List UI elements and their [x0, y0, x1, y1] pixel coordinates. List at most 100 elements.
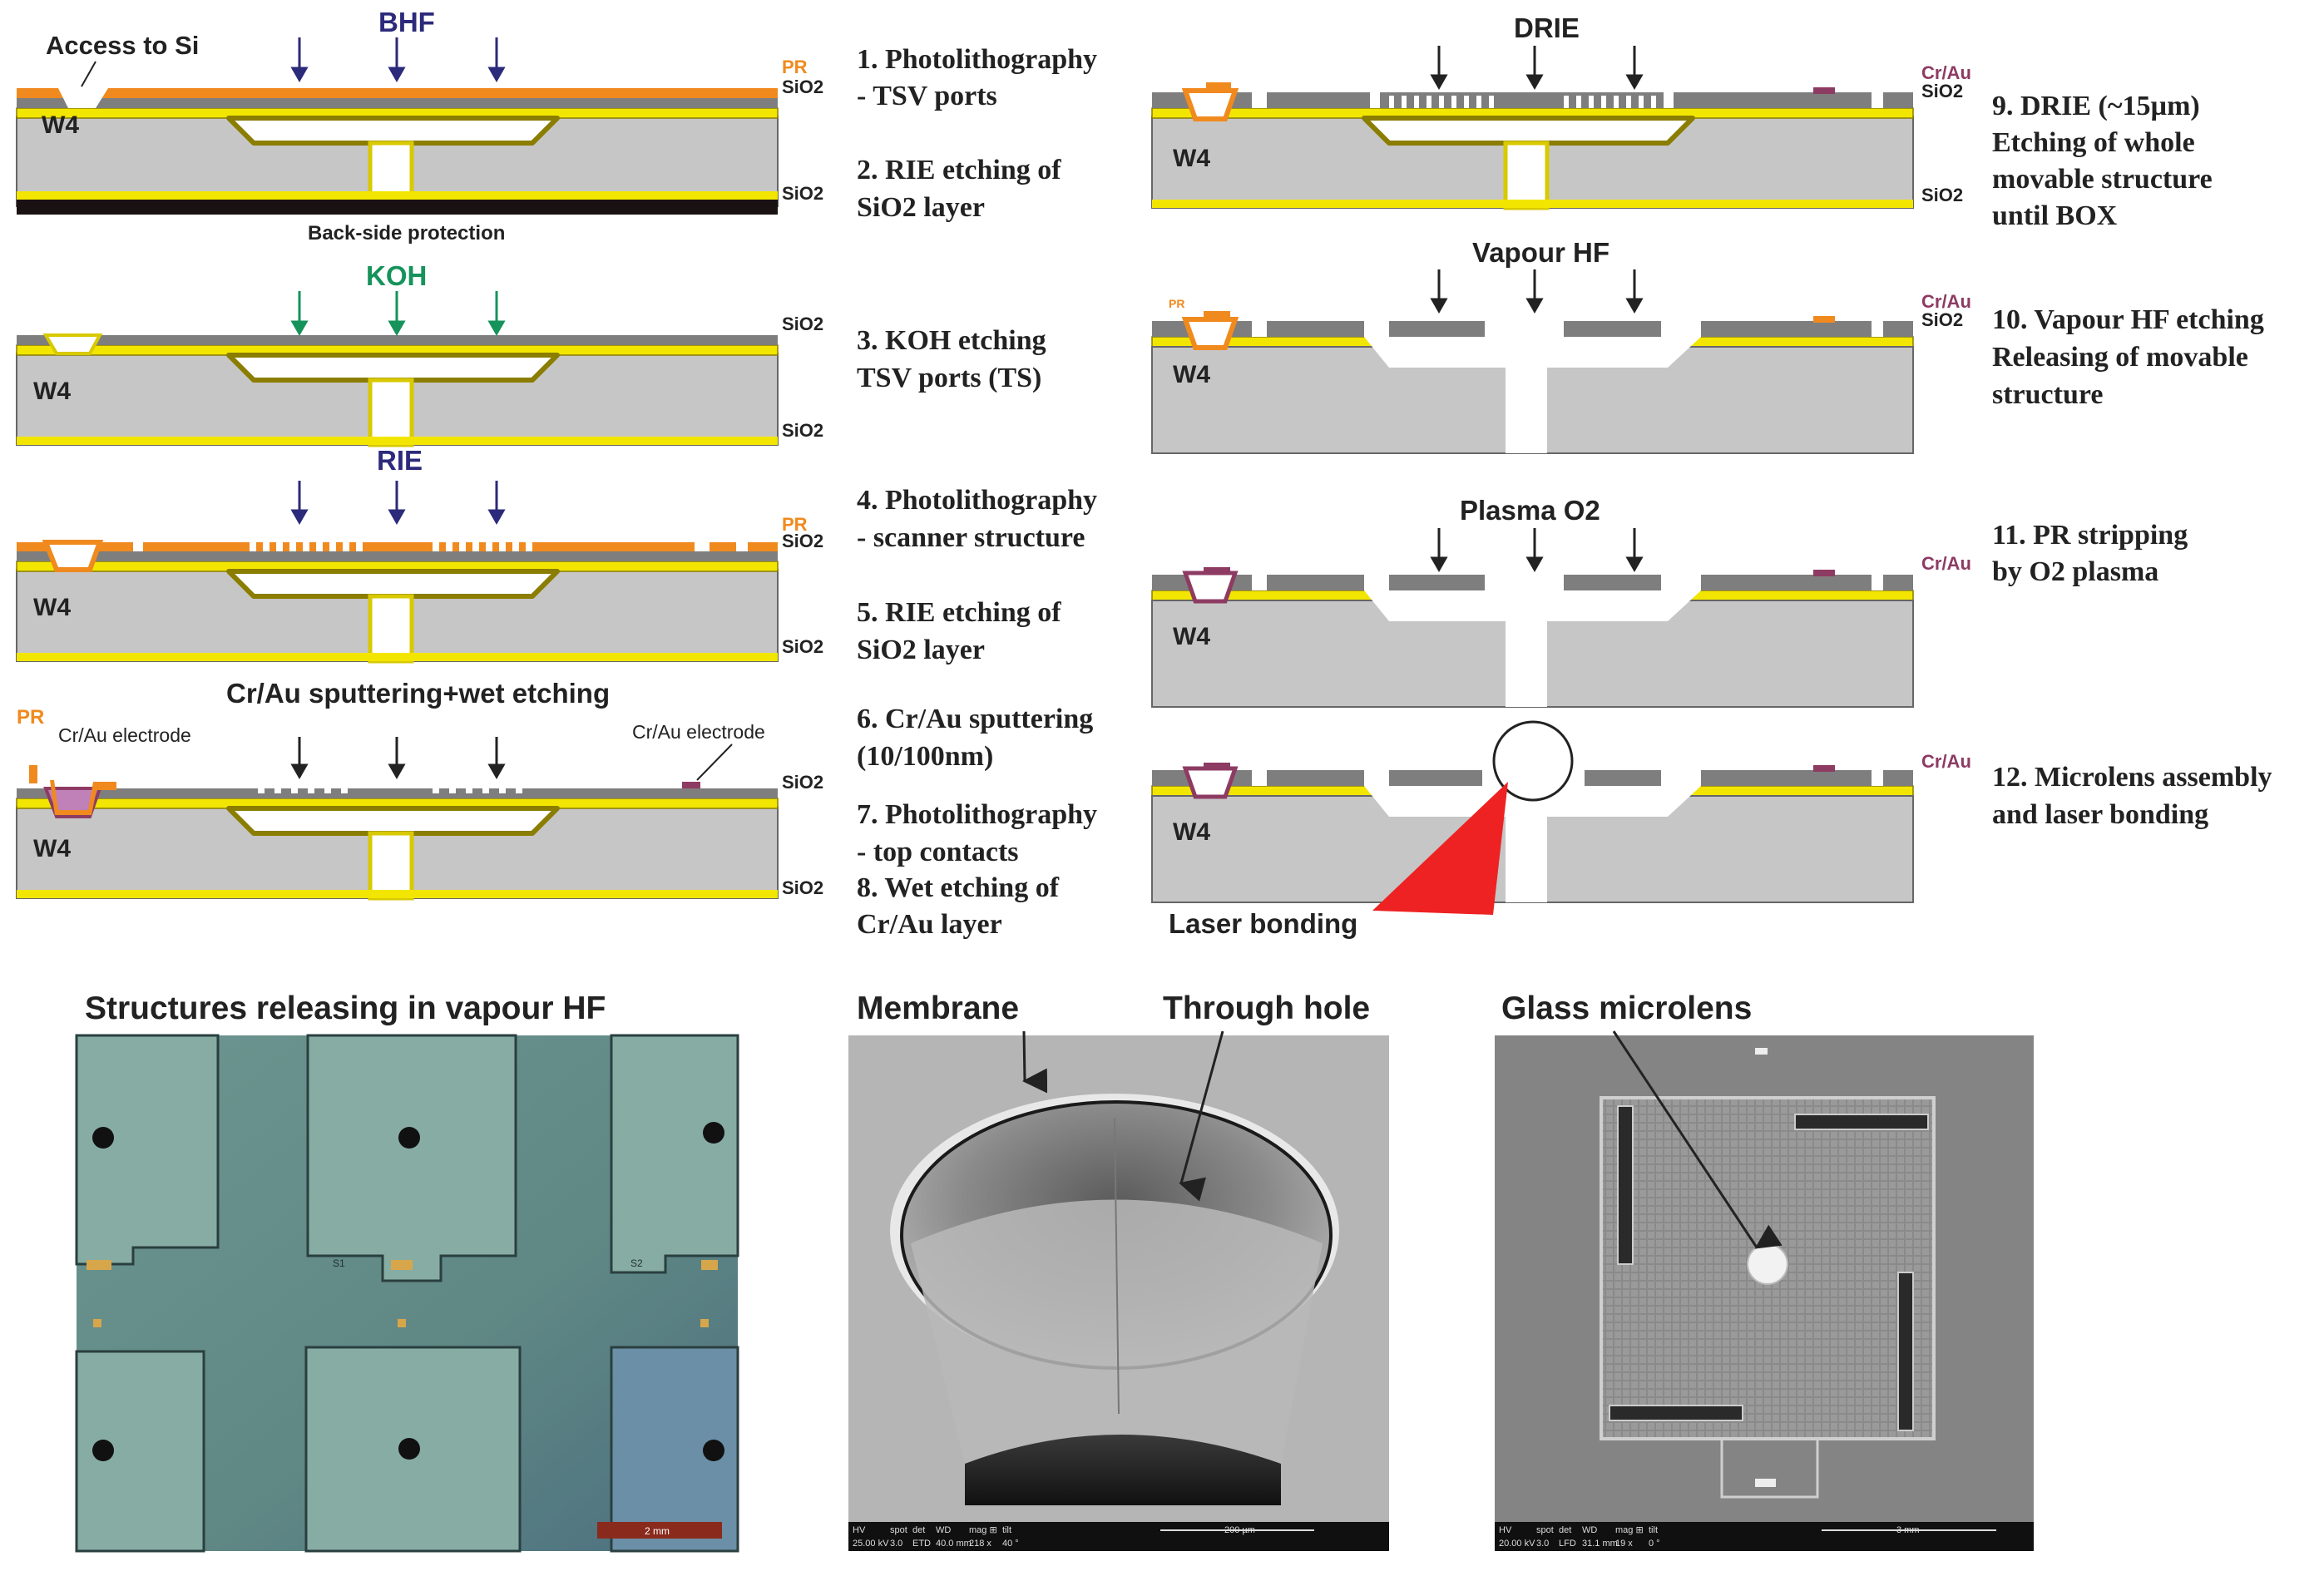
step-text: - TSV ports — [857, 81, 997, 111]
cross-section-step-3: W4 KOH SiO2 SiO2 — [16, 260, 823, 447]
step-text: by O2 plasma — [1992, 556, 2158, 587]
sem-info-text: tilt — [1002, 1525, 1011, 1535]
crau-label: Cr/Au — [1921, 553, 1971, 574]
sem-info-text: 3.0 — [1536, 1539, 1549, 1549]
released-structures — [75, 1034, 739, 1553]
sem-info-text: spot — [1536, 1525, 1554, 1535]
microlens-glass — [1747, 1243, 1788, 1285]
device-layer — [17, 98, 778, 108]
plasma-o2-label: Plasma O2 — [1460, 495, 1600, 526]
sio2-bottom-label: SiO2 — [782, 183, 823, 204]
wafer-label: W4 — [1173, 145, 1210, 172]
sem-info-text: HV — [1499, 1525, 1512, 1535]
sio2-bottom-label: SiO2 — [782, 420, 823, 441]
structure-label: S1 — [333, 1257, 345, 1269]
sio2-top-label: SiO2 — [782, 314, 823, 334]
sem-info-text: spot — [890, 1525, 907, 1535]
crau-electrode-label-left: Cr/Au electrode — [58, 724, 191, 746]
pr-label: PR — [17, 706, 44, 729]
sio2-top-label: SiO2 — [1921, 81, 1963, 101]
sem-info-text: 31.1 mm — [1582, 1539, 1618, 1549]
electrode-pads — [87, 1260, 718, 1327]
scale-bar — [597, 1522, 722, 1539]
koh-label: KOH — [366, 260, 427, 291]
photo-vapour-hf-release: Structures releasing in vapour HF S1 S2 … — [75, 991, 739, 1553]
sem-info-text: det — [1559, 1525, 1571, 1535]
step-text: and laser bonding — [1992, 799, 2208, 830]
step-text: 2. RIE etching of — [857, 155, 1061, 185]
scale-bar-label: 2 mm — [645, 1525, 670, 1537]
sem-info-text: ETD — [912, 1539, 931, 1549]
access-to-si-label: Access to Si — [46, 31, 199, 60]
laser-beam — [1372, 782, 1508, 915]
photo-sem-glass-microlens: Glass microlens HV spot det WD mag ⊞ til… — [1495, 991, 2034, 1551]
sio2-bottom-label: SiO2 — [782, 636, 823, 657]
cross-section-step-6: W4 Cr/Au sputtering+wet etching PR Cr/Au… — [16, 678, 823, 901]
step-text: 12. Microlens assembly — [1992, 762, 2272, 793]
step-text: 4. Photolithography — [857, 485, 1097, 516]
buried-cavity — [226, 116, 560, 146]
vapour-hf-label: Vapour HF — [1472, 237, 1609, 268]
sem-info-text: 20.00 kV — [1499, 1539, 1535, 1549]
cross-section-step-1: W4 Access to Si BHF Back-side protection… — [16, 7, 823, 245]
sem-info-header: HV spot det WD mag ⊞ tilt 25.00 kV 3.0 E… — [853, 1525, 1019, 1549]
crau-label: Cr/Au — [1921, 291, 1971, 312]
sem-info-text: 218 x — [969, 1539, 991, 1549]
sem-info-bar — [1495, 1522, 2034, 1551]
cross-section-step-10: W4 PR Vapour HF Cr/Au SiO2 — [1151, 237, 1971, 454]
wafer-label: W4 — [1173, 818, 1210, 846]
crau-label: Cr/Au — [1921, 751, 1971, 772]
photo-title-through-hole: Through hole — [1163, 991, 1370, 1026]
sio2-top-label: SiO2 — [782, 77, 823, 97]
crau-electrode-label-right: Cr/Au electrode — [632, 721, 765, 743]
step-text: 11. PR stripping — [1992, 520, 2188, 551]
sem-info-text: 19 x — [1615, 1539, 1633, 1549]
sem-info-text: 40.0 mm — [936, 1539, 972, 1549]
wafer-label: W4 — [33, 835, 71, 862]
wafer-label: W4 — [33, 594, 71, 621]
glass-microlens — [1492, 720, 1574, 802]
step-text: Cr/Au layer — [857, 909, 1002, 940]
sem-info-text: WD — [936, 1525, 951, 1535]
scale-bar-label: 200 µm — [1224, 1525, 1255, 1535]
step-text: structure — [1992, 379, 2103, 410]
step-text: 5. RIE etching of — [857, 597, 1061, 628]
photo-title-membrane: Membrane — [857, 991, 1019, 1026]
through-holes — [92, 1122, 724, 1461]
step-text: 9. DRIE (~15µm) — [1992, 91, 2200, 121]
sem-info-text: det — [912, 1525, 925, 1535]
laser-bonding-label: Laser bonding — [1169, 908, 1357, 939]
access-opening — [58, 88, 108, 108]
sio2-bottom-label: SiO2 — [1921, 185, 1963, 205]
sio2-top-label: SiO2 — [782, 772, 823, 793]
steps-text-right: 9. DRIE (~15µm) Etching of whole movable… — [1992, 91, 2272, 830]
cross-section-step-11: W4 Plasma O2 Cr/Au — [1151, 495, 1971, 708]
sem-info-text: 0 ° — [1649, 1539, 1660, 1549]
scale-bar-label: 3 mm — [1896, 1525, 1920, 1535]
drie-label: DRIE — [1514, 12, 1580, 43]
cross-section-step-12: W4 Laser bonding Cr/Au — [1151, 720, 1971, 939]
step-text: - top contacts — [857, 837, 1019, 867]
sem-info-text: tilt — [1649, 1525, 1658, 1535]
sem-info-text: HV — [853, 1525, 866, 1535]
step-text: 8. Wet etching of — [857, 872, 1060, 903]
cross-section-step-4: W4 RIE PR SiO2 SiO2 — [16, 445, 823, 664]
wafer-label: W4 — [1173, 361, 1210, 388]
sem-info-text: 40 ° — [1002, 1539, 1019, 1549]
sio2-top-label: SiO2 — [1921, 309, 1963, 330]
step-text: 10. Vapour HF etching — [1992, 304, 2264, 335]
step-text: SiO2 layer — [857, 192, 985, 223]
step-text: 6. Cr/Au sputtering — [857, 704, 1093, 734]
pr-label: PR — [782, 57, 808, 77]
wafer-label: W4 — [33, 378, 71, 405]
step-text: 3. KOH etching — [857, 325, 1046, 356]
wafer-label: W4 — [1173, 623, 1210, 650]
sem-info-text: WD — [1582, 1525, 1597, 1535]
photo-title: Glass microlens — [1501, 991, 1752, 1026]
sem-info-text: mag ⊞ — [969, 1525, 997, 1535]
sem-info-header: HV spot det WD mag ⊞ tilt 20.00 kV 3.0 L… — [1499, 1525, 1660, 1549]
step-text: Releasing of movable — [1992, 342, 2248, 373]
bhf-label: BHF — [378, 7, 435, 37]
step-text: (10/100nm) — [857, 741, 993, 772]
crau-label: Cr/Au — [1921, 62, 1971, 83]
